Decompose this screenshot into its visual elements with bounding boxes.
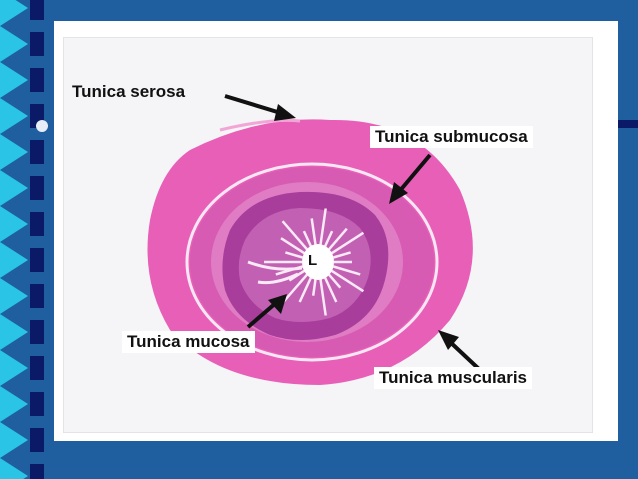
muscularis-outer-ring xyxy=(185,162,439,362)
bullet-dot xyxy=(36,120,48,132)
decor-triangle xyxy=(0,26,28,62)
lumen-fold xyxy=(302,230,313,248)
decor-bar xyxy=(30,140,44,164)
decor-triangle xyxy=(0,386,28,422)
lumen-folds xyxy=(247,208,365,316)
decor-bar xyxy=(30,428,44,452)
label-tunica-muscularis: Tunica muscularis xyxy=(374,367,533,389)
lumen-fold xyxy=(298,276,313,303)
lumen-fold xyxy=(319,208,327,247)
decor-bar xyxy=(30,464,44,479)
arrow-muscularis xyxy=(438,330,482,372)
lumen xyxy=(302,244,334,280)
right-edge-bar xyxy=(600,120,638,128)
label-tunica-mucosa: Tunica mucosa xyxy=(122,331,255,353)
decor-bar xyxy=(30,356,44,380)
label-tunica-submucosa: Tunica submucosa xyxy=(370,126,533,148)
arrow-submucosa xyxy=(389,153,432,204)
decor-triangle xyxy=(0,0,28,26)
lumen-branch xyxy=(247,260,303,285)
lumen-label: L xyxy=(308,252,318,269)
label-tunica-serosa: Tunica serosa xyxy=(72,82,186,101)
arrow-mucosa xyxy=(246,294,287,329)
lumen-fold xyxy=(333,251,351,259)
left-bar-strip xyxy=(30,0,44,479)
lumen-fold xyxy=(319,277,327,316)
lumen-fold xyxy=(285,251,303,259)
decor-bar xyxy=(30,176,44,200)
lumen-fold xyxy=(327,227,348,251)
decor-bar xyxy=(30,68,44,92)
lumen-fold xyxy=(330,231,365,255)
lumen-fold xyxy=(281,220,309,251)
decor-triangle xyxy=(0,98,28,134)
decor-bar xyxy=(30,212,44,236)
decor-triangle xyxy=(0,206,28,242)
decor-bar xyxy=(30,0,44,20)
decor-triangle xyxy=(0,242,28,278)
lumen-fold xyxy=(323,230,334,248)
decor-bar xyxy=(30,32,44,56)
decor-triangle xyxy=(0,170,28,206)
lumen-fold xyxy=(281,273,309,304)
left-triangle-strip xyxy=(0,0,28,479)
lumen-fold xyxy=(333,265,361,276)
decor-triangle xyxy=(0,350,28,386)
decor-triangle xyxy=(0,278,28,314)
decor-bar xyxy=(30,248,44,272)
decor-triangle xyxy=(0,422,28,458)
lumen-fold xyxy=(280,237,306,255)
decor-bar xyxy=(30,392,44,416)
decor-triangle xyxy=(0,134,28,170)
decor-triangle xyxy=(0,458,28,479)
arrow-serosa xyxy=(224,94,296,121)
decor-triangle xyxy=(0,62,28,98)
decor-bar xyxy=(30,284,44,308)
decor-triangle xyxy=(0,314,28,350)
lumen-fold xyxy=(323,276,338,303)
lumen-fold xyxy=(330,269,365,293)
lumen-fold xyxy=(327,273,342,289)
lumen-fold xyxy=(311,277,317,296)
decor-bar xyxy=(30,320,44,344)
serosa-rim xyxy=(219,118,301,132)
lumen-fold xyxy=(310,218,317,247)
